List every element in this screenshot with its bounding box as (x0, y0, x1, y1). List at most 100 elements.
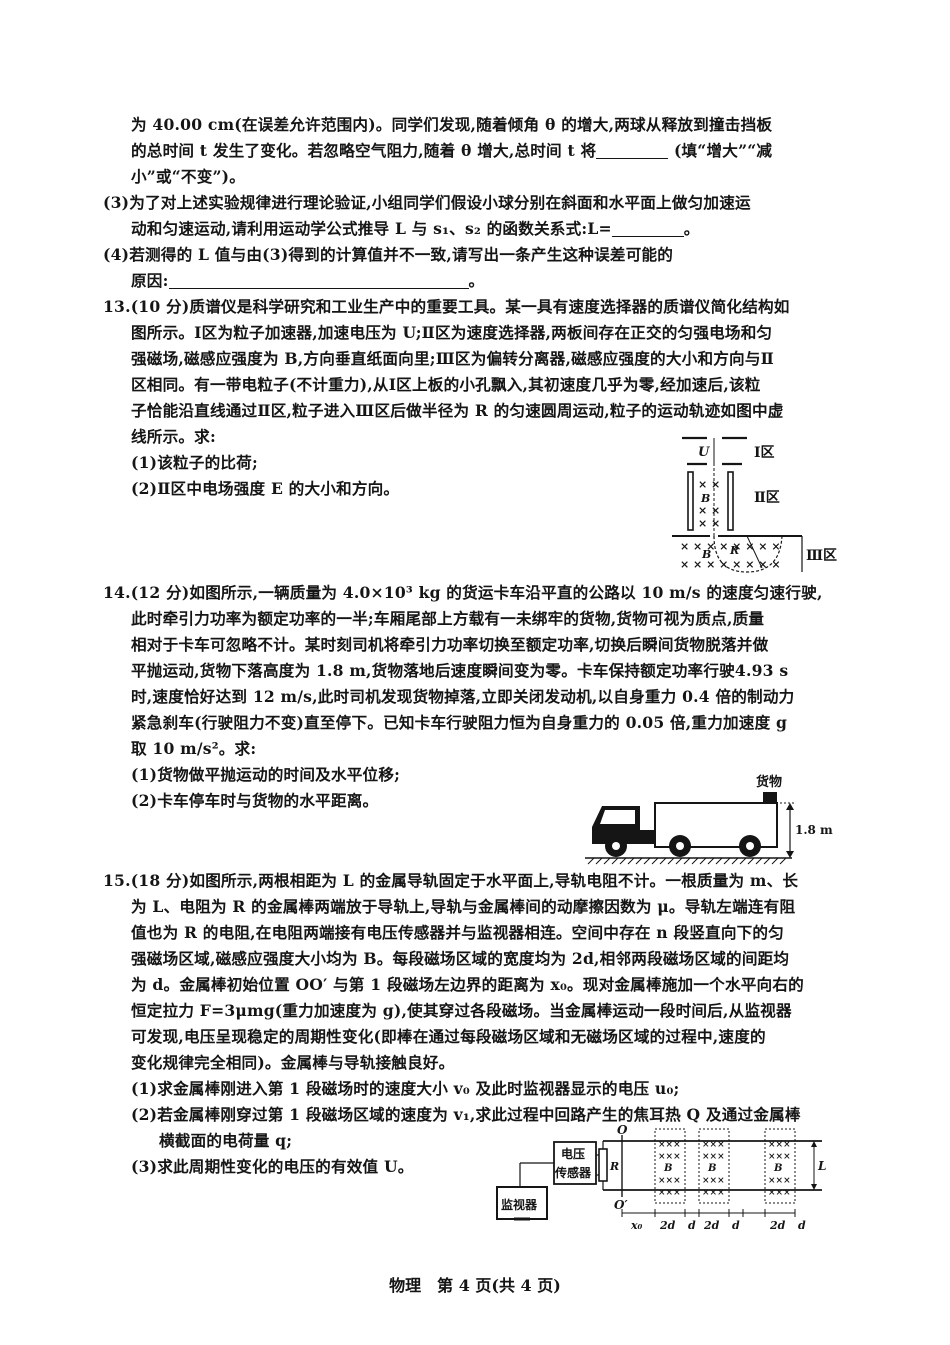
wheel-hub (676, 842, 684, 850)
q13-line5: 子恰能沿直线通过Ⅱ区,粒子进入Ⅲ区后做半径为 R 的匀速圆周运动,粒子的运动轨迹… (131, 401, 784, 420)
q13-line3: 强磁场,磁感应强度为 B,方向垂直纸面向里;Ⅲ区为偏转分离器,磁感应强度的大小和… (131, 349, 774, 368)
zone2-right-plate (727, 471, 734, 531)
dim-d-label: d (732, 1219, 740, 1232)
q13-line2: 图所示。Ⅰ区为粒子加速器,加速电压为 U;Ⅱ区为速度选择器,两板间存在正交的匀强… (131, 323, 773, 342)
answer-blank[interactable] (596, 140, 669, 159)
q13-figure: U Ⅰ区 × × B × × × × Ⅱ区 × × × × × × × × × … (672, 436, 837, 573)
q15-line3: 值也为 R 的电阻,在电阻两端接有电压传感器并与监视器相连。空间中存在 n 段竖… (131, 923, 785, 942)
field-cross-row: × × × × × × × × (680, 558, 781, 571)
question-14: 14.(12 分)如图所示,一辆质量为 4.0×10³ kg 的货运卡车沿平直的… (103, 580, 825, 814)
arrow-head (811, 1141, 817, 1147)
field-crosses: ××× (658, 1176, 681, 1186)
wheel-hub (746, 842, 754, 850)
height-arrow-head-down (786, 851, 794, 858)
zone2-left-plate (687, 471, 694, 531)
field-crosses: ××× (768, 1176, 791, 1186)
field-cross-mark: × × (698, 517, 720, 530)
field-crosses: ××× (768, 1140, 791, 1150)
dim-x0-label: x₀ (630, 1219, 643, 1232)
zone2-B-label: B (700, 492, 710, 505)
point-O-label: O (617, 1123, 628, 1137)
resistor-label: R (609, 1160, 619, 1173)
q12-continuation: 为 40.00 cm(在误差允许范围内)。同学们发现,随着倾角 θ 的增大,两球… (103, 112, 825, 294)
answer-blank[interactable] (168, 270, 469, 289)
q14-line3: 相对于卡车可忽略不计。某时刻司机将牵引力功率切换至额定功率,切换后瞬间货物脱落并… (131, 635, 769, 654)
wheel-hub (612, 842, 620, 850)
resistor (598, 1148, 608, 1182)
q15-sub2a: (2)若金属棒刚穿过第 1 段磁场区域的速度为 v₁,求此过程中回路产生的焦耳热… (131, 1105, 801, 1124)
zone3-B-label: B (701, 548, 711, 561)
q15-line4: 强磁场区域,磁感应强度大小均为 B。每段磁场区域的宽度均为 2d,相邻两段磁场区… (131, 949, 790, 968)
sensor-label-2: 传感器 (554, 1165, 592, 1180)
field-crosses: ××× (658, 1152, 681, 1162)
width-L-label: L (817, 1159, 826, 1173)
cargo-box (763, 792, 777, 803)
q15-line8: 变化规律完全相同)。金属棒与导轨接触良好。 (131, 1053, 455, 1072)
q14-sub2: (2)卡车停车时与货物的水平距离。 (131, 791, 379, 810)
field-B-label: B (707, 1163, 716, 1174)
q12-sub4b: 原因:。 (103, 268, 825, 294)
dim-2d-label: 2d (703, 1219, 720, 1232)
height-arrow-head-up (786, 803, 794, 810)
point-O-prime-label: O′ (614, 1198, 628, 1212)
field-cross-row: × × × × × × × × (680, 540, 781, 553)
q12-line2: 的总时间 t 发生了变化。若忽略空气阻力,随着 θ 增大,总时间 t 将 (填“… (103, 138, 825, 164)
question-13: 13.(10 分)质谱仪是科学研究和工业生产中的重要工具。某一具有速度选择器的质… (103, 294, 825, 502)
q12-sub3a: (3)为了对上述实验规律进行理论验证,小组同学们假设小球分别在斜面和水平面上做匀… (103, 193, 751, 212)
page-footer: 物理 第 4 页(共 4 页) (389, 1276, 561, 1295)
q13-line4: 区相同。有一带电粒子(不计重力),从Ⅰ区上板的小孔飘入,其初速度几乎为零,经加速… (131, 375, 761, 394)
field-cross-mark: × × (698, 504, 720, 517)
q12-sub4a: (4)若测得的 L 值与由(3)得到的计算值并不一致,请写出一条产生这种误差可能… (103, 245, 674, 264)
arrow-head (811, 1184, 817, 1190)
truck-window (600, 810, 635, 824)
radius-label: R (729, 544, 739, 557)
truck-chassis (640, 830, 656, 844)
q12-line2-tail: (填“增大”“减 (673, 141, 773, 160)
field-B-label: B (663, 1163, 672, 1174)
monitor-label: 监视器 (501, 1197, 538, 1212)
q14-line6: 紧急刹车(行驶阻力不变)直至停下。已知卡车行驶阻力恒为自身重力的 0.05 倍,… (131, 713, 788, 732)
field-cross-mark: × × (698, 478, 720, 491)
q15-sub3: (3)求此周期性变化的电压的有效值 U。 (131, 1157, 414, 1176)
field-crosses: ××× (702, 1140, 725, 1150)
q12-sub3b-end: 。 (683, 219, 700, 238)
field-crosses: ××× (658, 1188, 681, 1198)
q15-line7: 可发现,电压呈现稳定的周期性变化(即棒在通过每段磁场区域和无磁场区域的过程中,速… (131, 1027, 766, 1046)
q14-line7: 取 10 m/s²。求: (131, 739, 257, 758)
q15-sub2b: 横截面的电荷量 q; (159, 1131, 293, 1150)
dim-2d-label: 2d (769, 1219, 786, 1232)
answer-blank[interactable] (611, 218, 684, 237)
q14-line2: 此时牵引力功率为额定功率的一半;车厢尾部上方载有一未绑牢的货物,货物可视为质点,… (131, 609, 765, 628)
q12-sub4b-end: 。 (468, 271, 485, 290)
cargo-label: 货物 (756, 774, 782, 790)
dim-2d-label: 2d (659, 1219, 676, 1232)
q13-sub2: (2)Ⅱ区中电场强度 E 的大小和方向。 (131, 479, 400, 498)
q14-sub1: (1)货物做平抛运动的时间及水平位移; (131, 765, 401, 784)
zone1-label: Ⅰ区 (754, 445, 775, 461)
q15-sub1: (1)求金属棒刚进入第 1 段磁场时的速度大小 v₀ 及此时监视器显示的电压 u… (131, 1079, 680, 1098)
field-B-label: B (773, 1163, 782, 1174)
q15-figure: 电压 传感器 R 监视器 O O′ ××× ××× B ××× ××× ××× … (496, 1123, 826, 1232)
field-crosses: ××× (702, 1152, 725, 1162)
zone2-label: Ⅱ区 (754, 490, 780, 506)
dim-d-label: d (688, 1219, 696, 1232)
q12-sub3b-text: 动和匀速运动,请利用运动学公式推导 L 与 s₁、s₂ 的函数关系式:L= (131, 219, 612, 238)
q15-line6: 恒定拉力 F=3μmg(重力加速度为 g),使其穿过各段磁场。当金属棒运动一段时… (131, 1001, 792, 1020)
zone3-label: Ⅲ区 (806, 548, 837, 564)
q12-line2-text: 的总时间 t 发生了变化。若忽略空气阻力,随着 θ 增大,总时间 t 将 (131, 141, 597, 160)
q14-line4: 平抛运动,货物下落高度为 1.8 m,货物落地后速度瞬间变为零。卡车保持额定功率… (131, 661, 789, 680)
trajectory-arc (713, 535, 783, 573)
q12-line1: 为 40.00 cm(在误差允许范围内)。同学们发现,随着倾角 θ 的增大,两球… (131, 115, 773, 134)
q12-sub3b: 动和匀速运动,请利用运动学公式推导 L 与 s₁、s₂ 的函数关系式:L= 。 (103, 216, 825, 242)
radius-line (746, 535, 763, 569)
q13-line1: 13.(10 分)质谱仪是科学研究和工业生产中的重要工具。某一具有速度选择器的质… (103, 297, 790, 316)
sensor-label-1: 电压 (561, 1146, 585, 1161)
voltage-label: U (698, 445, 710, 460)
question-15: 15.(18 分)如图所示,两根相距为 L 的金属导轨固定于水平面上,导轨电阻不… (103, 868, 825, 1180)
field-crosses: ××× (702, 1188, 725, 1198)
field-crosses: ××× (768, 1152, 791, 1162)
q15-line2: 为 L、电阻为 R 的金属棒两端放于导轨上,导轨与金属棒间的动摩擦因数为 μ。导… (131, 897, 796, 916)
dim-d-label: d (798, 1219, 806, 1232)
q13-sub1: (1)该粒子的比荷; (131, 453, 258, 472)
